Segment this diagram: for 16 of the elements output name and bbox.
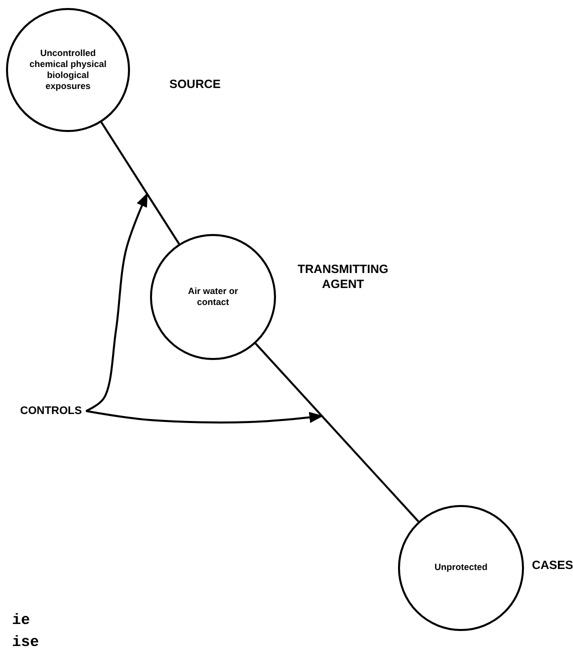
circle-node bbox=[6, 8, 130, 132]
node-caption: SOURCE bbox=[168, 77, 222, 92]
circle-node bbox=[398, 505, 524, 631]
arrow bbox=[86, 410, 324, 424]
connector-line bbox=[100, 122, 180, 244]
node-caption: CASES bbox=[530, 558, 573, 573]
node-label: CONTROLS bbox=[18, 403, 84, 419]
circle-node bbox=[150, 234, 276, 360]
node-text: Unprotected bbox=[434, 562, 488, 574]
text-fragment: ie bbox=[12, 612, 30, 629]
node-caption: TRANSMITTING AGENT bbox=[296, 262, 390, 292]
arrow bbox=[86, 192, 148, 412]
connector-line bbox=[254, 342, 420, 522]
node-text: Air water or contact bbox=[186, 286, 239, 308]
text-fragment: ise bbox=[12, 634, 40, 651]
node-text: Uncontrolled chemical physical biological exposures bbox=[28, 48, 108, 92]
